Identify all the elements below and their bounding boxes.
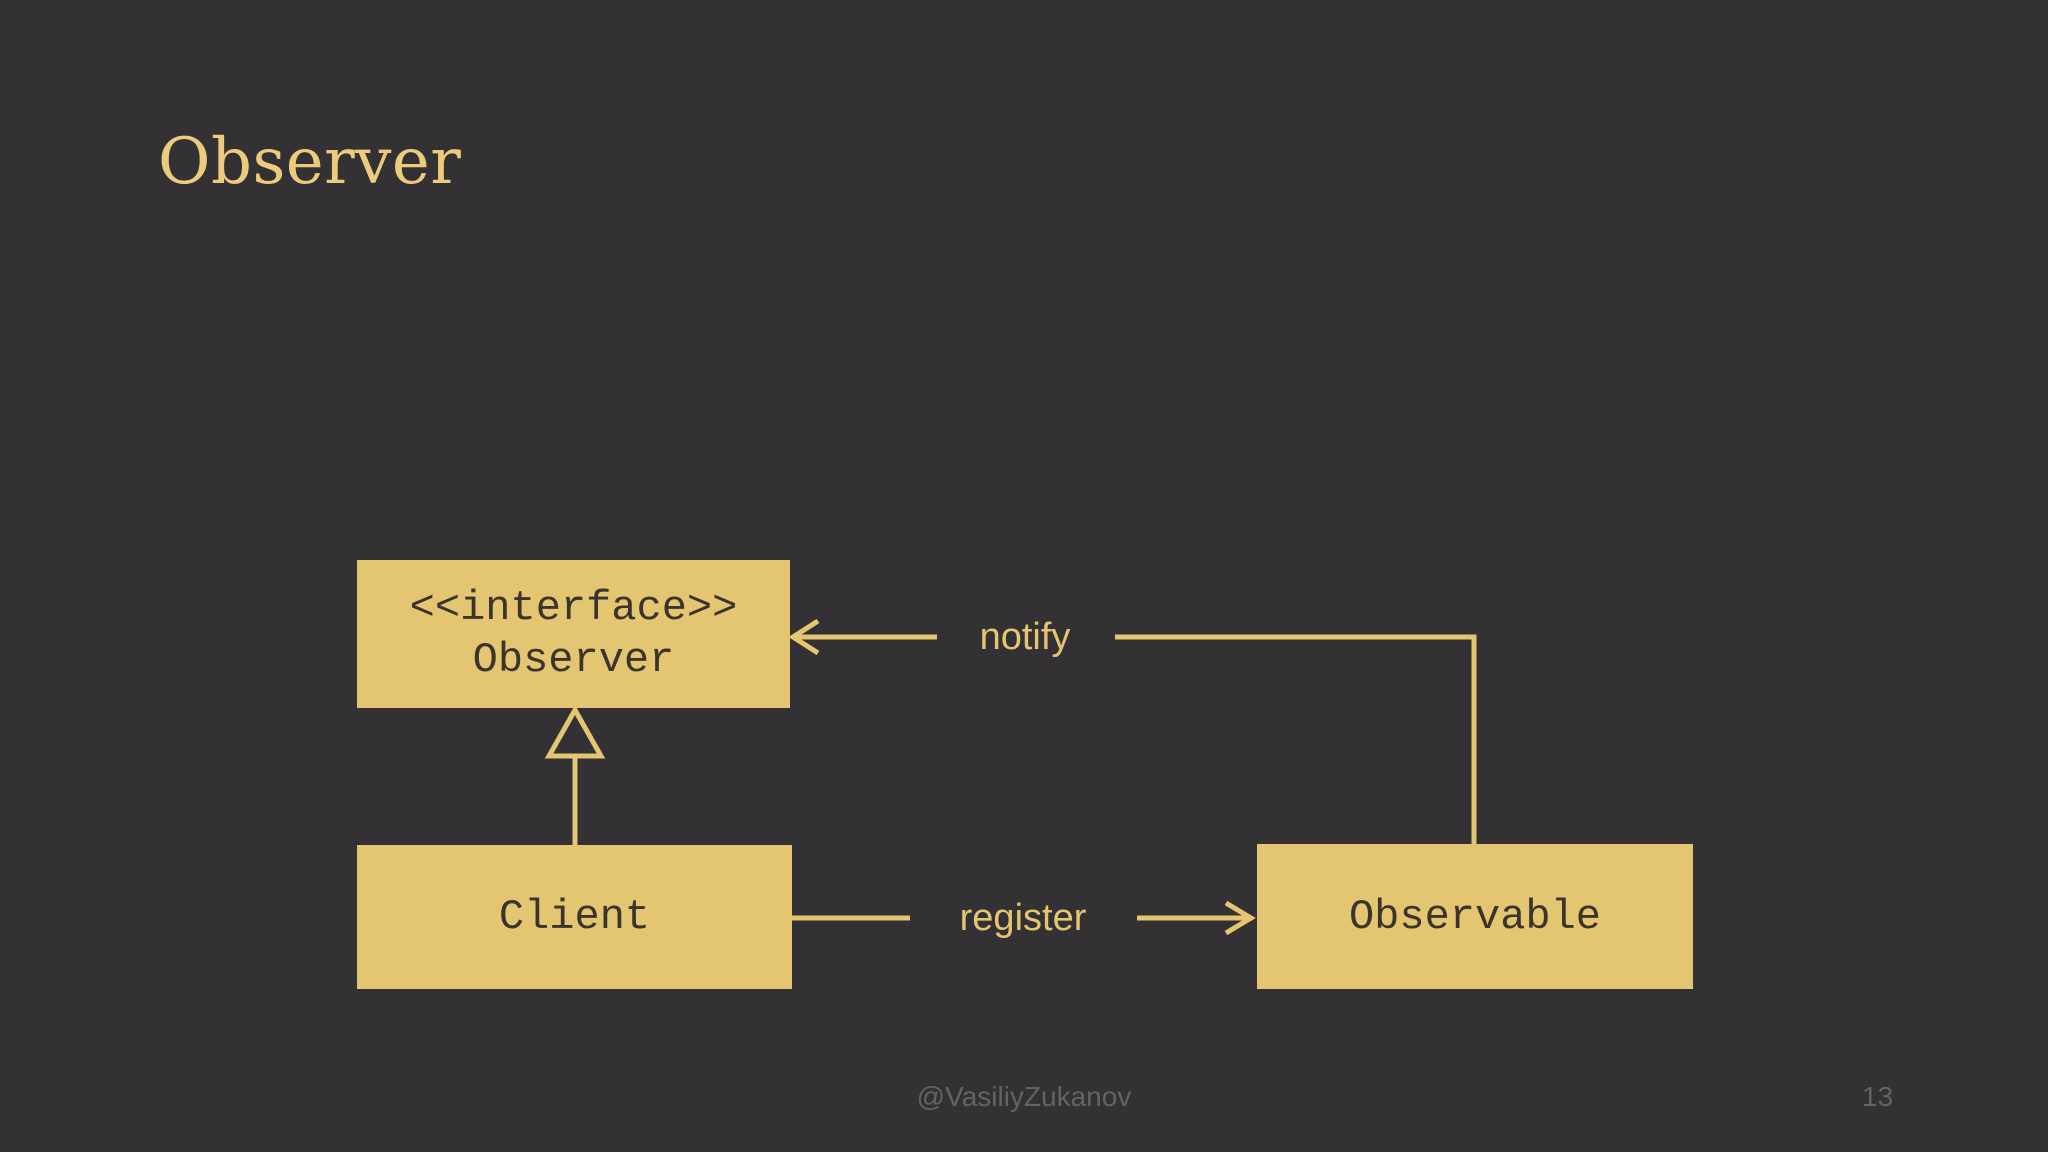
notify-arrow <box>788 618 1477 845</box>
uml-node-observable: Observable <box>1257 844 1693 989</box>
node-name: Client <box>498 893 651 941</box>
implements-arrow <box>544 704 606 845</box>
register-arrow <box>792 900 1256 936</box>
footer-author-handle: @VasiliyZukanov <box>916 1081 1132 1112</box>
node-stereotype: <<interface>> <box>409 584 738 632</box>
uml-node-observer-interface: <<interface>> Observer <box>357 560 790 708</box>
notify-line-elbow <box>1115 634 1477 845</box>
hollow-triangle-arrowhead-icon <box>544 704 606 759</box>
uml-node-client: Client <box>357 845 792 989</box>
edge-label-register: register <box>959 897 1087 939</box>
edge-label-notify: notify <box>979 616 1071 658</box>
page-title: Observer <box>158 125 462 199</box>
node-name: Observable <box>1348 892 1602 941</box>
node-name: Observer <box>472 636 675 684</box>
register-arrowhead-icon <box>1224 900 1256 936</box>
slide-page-number: 13 <box>1862 1081 1894 1112</box>
